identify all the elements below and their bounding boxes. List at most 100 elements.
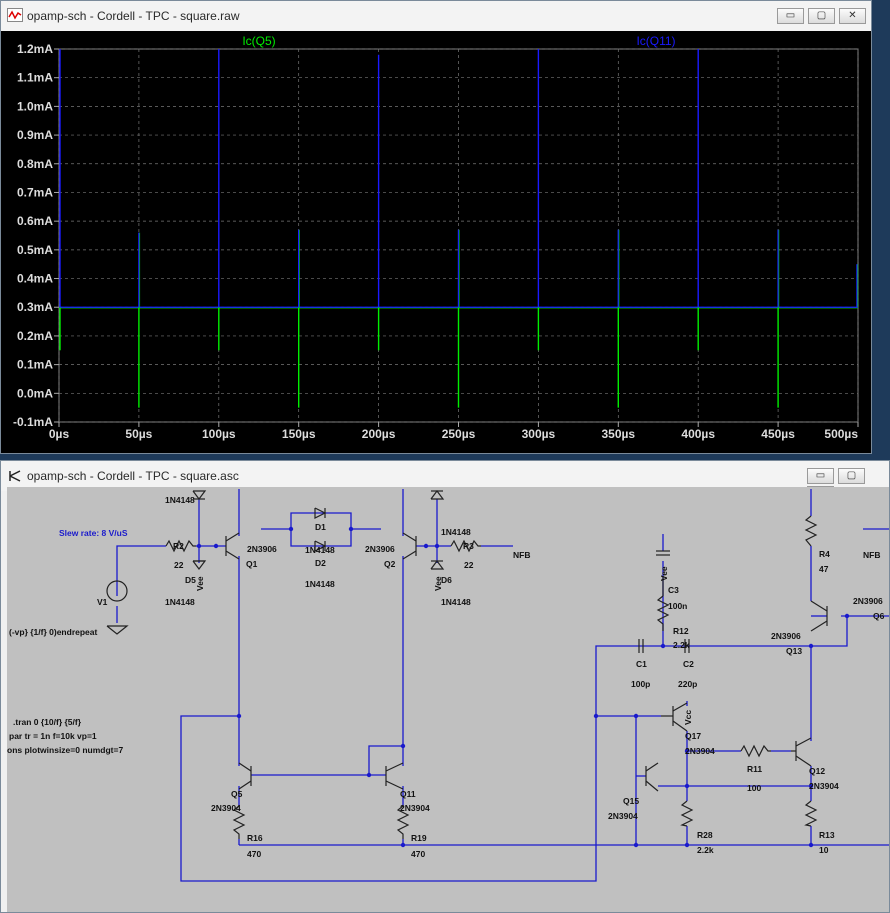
- y-tick-label: -0.1mA: [13, 415, 53, 429]
- minimize-button[interactable]: ▭: [777, 8, 804, 24]
- label-r19-value: 470: [411, 849, 425, 859]
- label-q2: Q2: [384, 559, 396, 569]
- y-tick-label: 0.7mA: [17, 185, 53, 199]
- r2-resistor[interactable]: [165, 539, 196, 553]
- label-d6: D6: [441, 575, 452, 585]
- label-r19: R19: [411, 833, 427, 843]
- label-q2-type: 2N3906: [365, 544, 395, 554]
- y-tick-label: 1.2mA: [17, 42, 53, 56]
- legend-ic-q11[interactable]: Ic(Q11): [636, 34, 675, 48]
- y-tick-label: 0.2mA: [17, 329, 53, 343]
- label-d5-value: 1N4148: [165, 597, 195, 607]
- label-vee-c3: Vee: [659, 566, 669, 581]
- y-tick-label: 0.0mA: [17, 386, 53, 400]
- label-r28-value: 2.2k: [697, 845, 714, 855]
- d2-diode[interactable]: [314, 540, 327, 552]
- waveform-window: opamp-sch - Cordell - TPC - square.raw ▭…: [0, 0, 872, 454]
- y-tick-label: 0.6mA: [17, 214, 53, 228]
- label-1n4148-top-left: 1N4148: [165, 495, 195, 505]
- r12-resistor[interactable]: [656, 595, 670, 631]
- d6-diode[interactable]: [430, 560, 445, 570]
- waveform-plot[interactable]: 1.2mA1.1mA1.0mA0.9mA0.8mA0.7mA0.6mA0.5mA…: [1, 31, 871, 454]
- label-v1: V1: [97, 597, 108, 607]
- r19-resistor[interactable]: [396, 805, 410, 839]
- schematic-titlebar[interactable]: opamp-sch - Cordell - TPC - square.asc ▭…: [1, 461, 889, 502]
- label-c3-value: 100n: [668, 601, 687, 611]
- spice-directive-2[interactable]: .tran 0 {10/f} {5/f}: [13, 717, 82, 727]
- label-r12-value: 2.2k: [673, 640, 690, 650]
- plot-traces: [59, 49, 859, 408]
- minimize-button[interactable]: ▭: [807, 468, 834, 484]
- r4-resistor[interactable]: [804, 515, 818, 547]
- label-r2: R2: [173, 541, 184, 551]
- label-vee-right: Vee: [433, 576, 443, 591]
- waveform-app-icon: [7, 8, 23, 22]
- label-q15: Q15: [623, 796, 639, 806]
- label-r11: R11: [747, 764, 762, 774]
- r3-resistor[interactable]: [450, 539, 481, 553]
- y-tick-label: 1.1mA: [17, 71, 53, 85]
- x-tick-label: 200µs: [362, 427, 396, 441]
- v1-source[interactable]: [106, 580, 128, 602]
- r11-resistor[interactable]: [740, 744, 771, 758]
- label-q17: Q17: [685, 731, 701, 741]
- maximize-button[interactable]: ▢: [808, 8, 835, 24]
- label-q6-type: 2N3906: [853, 596, 883, 606]
- spice-directive-3[interactable]: par tr = 1n f=10k vp=1: [9, 731, 97, 741]
- x-tick-label: 0µs: [49, 427, 70, 441]
- spice-directive-4[interactable]: ons plotwinsize=0 numdgt=7: [7, 745, 123, 755]
- schematic-window: opamp-sch - Cordell - TPC - square.asc ▭…: [0, 460, 890, 913]
- label-r28: R28: [697, 830, 713, 840]
- label-d1-value: 1N4148: [305, 545, 335, 555]
- r28-resistor[interactable]: [680, 800, 694, 827]
- label-1n4148-top-right: 1N4148: [441, 527, 471, 537]
- label-r4: R4: [819, 549, 830, 559]
- schematic-background: [7, 487, 889, 912]
- label-q17-type: 2N3904: [685, 746, 715, 756]
- label-nfb-left: NFB: [513, 550, 530, 560]
- label-r13-value: 10: [819, 845, 829, 855]
- label-q11: Q11: [400, 789, 416, 799]
- label-d5: D5: [185, 575, 196, 585]
- label-r16: R16: [247, 833, 263, 843]
- label-d6-value: 1N4148: [441, 597, 471, 607]
- slew-rate-note: Slew rate: 8 V/uS: [59, 528, 128, 538]
- maximize-button[interactable]: ▢: [838, 468, 865, 484]
- maximize-icon: ▢: [816, 10, 827, 21]
- x-tick-label: 250µs: [442, 427, 476, 441]
- label-q15-type: 2N3904: [608, 811, 638, 821]
- y-tick-label: 0.5mA: [17, 243, 53, 257]
- x-tick-label: 350µs: [601, 427, 635, 441]
- label-q13-type: 2N3906: [771, 631, 801, 641]
- minimize-icon: ▭: [815, 470, 826, 481]
- label-q6: Q6: [873, 611, 885, 621]
- label-c2-value: 220p: [678, 679, 697, 689]
- label-vee-left: Vee: [195, 576, 205, 591]
- minimize-icon: ▭: [785, 10, 796, 21]
- label-d1: D1: [315, 522, 326, 532]
- label-r16-value: 470: [247, 849, 261, 859]
- y-tick-label: 0.9mA: [17, 128, 53, 142]
- label-c1-value: 100p: [631, 679, 650, 689]
- x-tick-label: 400µs: [681, 427, 715, 441]
- y-axis-ticks: 1.2mA1.1mA1.0mA0.9mA0.8mA0.7mA0.6mA0.5mA…: [13, 42, 59, 429]
- x-tick-label: 100µs: [202, 427, 236, 441]
- schematic-window-title: opamp-sch - Cordell - TPC - square.asc: [27, 469, 239, 483]
- schematic-canvas[interactable]: Slew rate: 8 V/uS (-vp} {1/f} 0)endrepea…: [1, 487, 890, 913]
- maximize-icon: ▢: [846, 470, 857, 481]
- waveform-titlebar[interactable]: opamp-sch - Cordell - TPC - square.raw ▭…: [1, 1, 871, 31]
- r16-resistor[interactable]: [232, 805, 246, 839]
- label-r2-value: 22: [174, 560, 184, 570]
- label-q5-type: 2N3904: [211, 803, 241, 813]
- label-q1: Q1: [246, 559, 258, 569]
- r13-resistor[interactable]: [804, 800, 818, 827]
- close-button[interactable]: ✕: [839, 8, 866, 24]
- label-r11-value: 100: [747, 783, 761, 793]
- spice-directive-1[interactable]: (-vp} {1/f} 0)endrepeat: [9, 627, 97, 637]
- plot-background: [1, 31, 871, 453]
- label-c1: C1: [636, 659, 647, 669]
- label-q12: Q12: [809, 766, 825, 776]
- legend-ic-q5[interactable]: Ic(Q5): [242, 34, 275, 48]
- waveform-window-title: opamp-sch - Cordell - TPC - square.raw: [27, 9, 240, 23]
- d1-diode[interactable]: [314, 507, 327, 519]
